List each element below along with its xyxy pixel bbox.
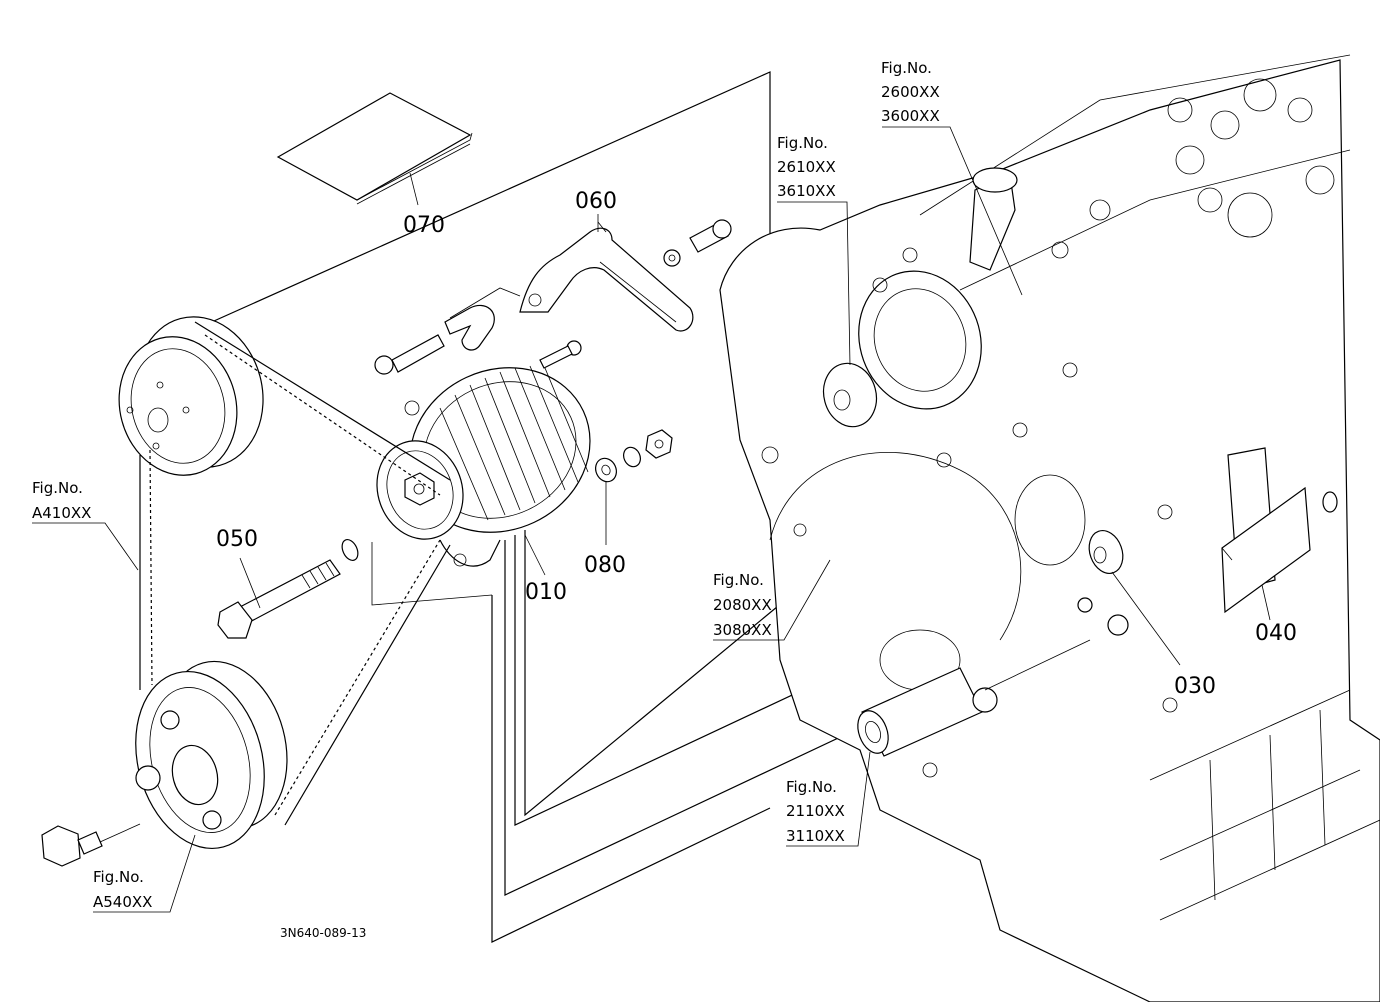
- fig-prefix: Fig.No.: [93, 868, 144, 886]
- fig-number: 2080XX: [713, 596, 772, 614]
- leader-lines: [32, 126, 1271, 913]
- bolt-clamp: [374, 334, 582, 375]
- part-010-alternator[interactable]: [363, 339, 617, 567]
- fig-number: 3610XX: [777, 182, 836, 200]
- drawing-code: 3N640-089-13: [280, 926, 366, 940]
- bolt-060: [663, 219, 732, 267]
- fig-ref-fan-belt: Fig.No. A410XX: [32, 479, 91, 522]
- fig-ref-fan-pulley: Fig.No. 2610XX 3610XX: [777, 134, 836, 200]
- part-050-bolt[interactable]: [217, 537, 361, 639]
- fig-prefix: Fig.No.: [786, 778, 837, 796]
- fig-number: 3110XX: [786, 827, 845, 845]
- engine-block: [719, 54, 1380, 1002]
- crank-pulley: [135, 660, 288, 850]
- label-060: 060: [575, 189, 617, 214]
- part-080-washers[interactable]: [592, 429, 673, 485]
- fig-number: A410XX: [32, 504, 91, 522]
- fan-belt: [139, 321, 451, 826]
- fig-ref-crank-pulley: Fig.No. A540XX: [93, 868, 152, 911]
- part-labels: 070 060 050 010 080 030 040: [216, 189, 1297, 699]
- fig-prefix: Fig.No.: [777, 134, 828, 152]
- label-030: 030: [1174, 674, 1216, 699]
- fig-prefix: Fig.No.: [713, 571, 764, 589]
- label-010: 010: [525, 580, 567, 605]
- label-080: 080: [584, 553, 626, 578]
- wire-clamp: [444, 287, 521, 351]
- fig-number: 2110XX: [786, 802, 845, 820]
- label-040: 040: [1255, 621, 1297, 646]
- part-060-bracket[interactable]: [519, 221, 694, 332]
- part-040-plate[interactable]: [1221, 447, 1338, 614]
- fan-pulley: [118, 316, 264, 476]
- label-070: 070: [403, 213, 445, 238]
- part-070-sheet[interactable]: [276, 92, 473, 206]
- alternator-fins: [439, 365, 589, 521]
- bolt-thread: [301, 562, 335, 589]
- fig-ref-crankcase: Fig.No. 2080XX 3080XX: [713, 571, 772, 639]
- crank-pulley-bolt: [41, 823, 141, 867]
- fig-prefix: Fig.No.: [881, 59, 932, 77]
- fig-ref-water-pump: Fig.No. 2600XX 3600XX: [881, 59, 940, 125]
- fig-number: 3080XX: [713, 621, 772, 639]
- fig-number: A540XX: [93, 893, 152, 911]
- fig-number: 3600XX: [881, 107, 940, 125]
- fig-prefix: Fig.No.: [32, 479, 83, 497]
- fig-ref-injection-pump-gear: Fig.No. 2110XX 3110XX: [786, 778, 845, 845]
- fig-number: 2600XX: [881, 83, 940, 101]
- label-050: 050: [216, 527, 258, 552]
- fig-number: 2610XX: [777, 158, 836, 176]
